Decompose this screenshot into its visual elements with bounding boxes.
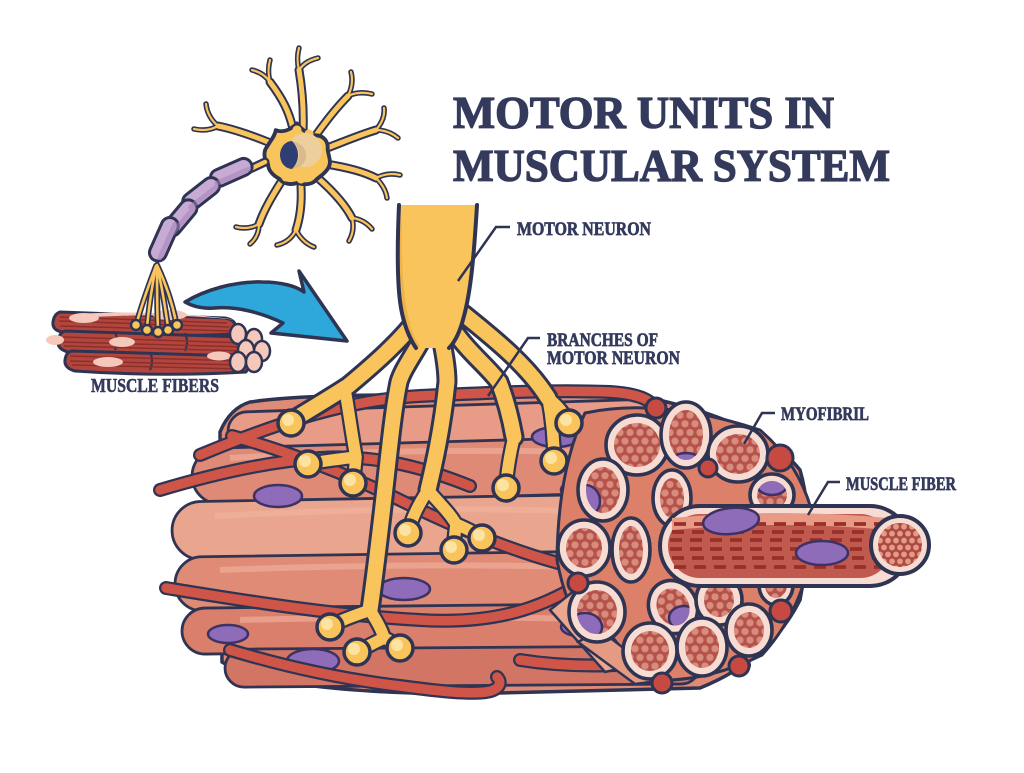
svg-text:MUSCLE FIBER: MUSCLE FIBER	[846, 474, 956, 495]
svg-text:BRANCHES OF: BRANCHES OF	[547, 330, 658, 351]
svg-text:MOTOR UNITS IN: MOTOR UNITS IN	[453, 88, 834, 138]
svg-text:MUSCULAR SYSTEM: MUSCULAR SYSTEM	[453, 141, 890, 191]
svg-text:MUSCLE FIBERS: MUSCLE FIBERS	[91, 376, 219, 397]
svg-text:MOTOR NEURON: MOTOR NEURON	[547, 348, 680, 369]
svg-text:MOTOR NEURON: MOTOR NEURON	[517, 219, 651, 240]
svg-text:MYOFIBRIL: MYOFIBRIL	[781, 404, 869, 425]
